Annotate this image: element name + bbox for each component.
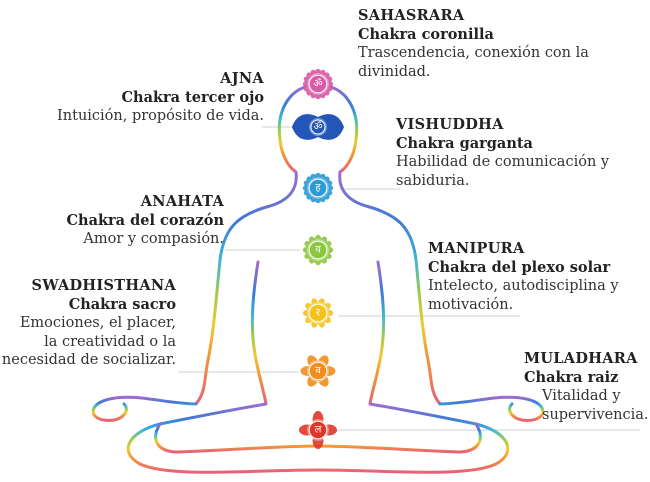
- label-swadhisthana: SWADHISTHANA Chakra sacro Emociones, el …: [2, 277, 176, 370]
- chakra-desc: Intelecto, autodisciplina y: [428, 278, 619, 294]
- chakra-desc: divinidad.: [358, 63, 431, 80]
- four-petal-lotus-icon: ल: [298, 410, 338, 450]
- two-petal-eye-icon: ॐ: [292, 114, 344, 140]
- meditating-body-outline: [91, 83, 545, 474]
- chakra-desc: Trascendencia, conexión con la: [358, 45, 589, 61]
- chakra-desc: motivación.: [428, 296, 514, 313]
- chakra-seed-symbol: ॐ: [313, 121, 322, 133]
- chakra-name: ANAHATA: [140, 193, 224, 210]
- chakra-seed-symbol: र: [316, 308, 321, 319]
- six-petal-lotus-icon: व: [300, 355, 336, 387]
- chakra-seed-symbol: व: [315, 366, 321, 377]
- label-anahata: ANAHATA Chakra del corazón Amor y compas…: [66, 193, 224, 249]
- chakra-symbols: ॐ ॐ ह य र व ल: [292, 68, 344, 450]
- label-vishuddha: VISHUDDHA Chakra garganta Habilidad de c…: [396, 116, 609, 190]
- chakra-title: Chakra sacro: [68, 295, 176, 313]
- chakra-title: Chakra coronilla: [358, 25, 494, 43]
- chakra-title: Chakra del plexo solar: [428, 258, 611, 276]
- chakra-title: Chakra tercer ojo: [121, 88, 264, 106]
- ten-petal-lotus-icon: र: [302, 298, 334, 328]
- chakra-title: Chakra raiz: [524, 368, 619, 386]
- chakra-desc: sabiduria.: [396, 172, 470, 189]
- chakra-name: VISHUDDHA: [396, 116, 504, 133]
- chakra-title: Chakra del corazón: [66, 211, 224, 229]
- chakra-name: MANIPURA: [428, 240, 525, 257]
- chakra-name: AJNA: [220, 70, 264, 87]
- label-sahasrara: SAHASRARA Chakra coronilla Trascendencia…: [358, 7, 589, 81]
- leader-lines: [178, 126, 640, 431]
- chakra-desc: Amor y compasión.: [83, 231, 224, 247]
- chakra-desc: Habilidad de comunicación y: [396, 154, 610, 170]
- label-ajna: AJNA Chakra tercer ojo Intuición, propós…: [57, 70, 264, 126]
- lotus-thousand-petal-icon: ॐ: [302, 68, 334, 100]
- label-manipura: MANIPURA Chakra del plexo solar Intelect…: [428, 240, 619, 314]
- chakra-name: MULADHARA: [524, 350, 638, 367]
- chakra-name: SAHASRARA: [358, 7, 465, 24]
- chakra-desc: Emociones, el placer,: [19, 315, 176, 331]
- chakra-desc: supervivencia.: [542, 406, 649, 423]
- chakra-seed-symbol: ॐ: [313, 78, 322, 90]
- chakra-title: Chakra garganta: [396, 134, 533, 152]
- label-muladhara: MULADHARA Chakra raiz Vitalidad y superv…: [524, 350, 649, 424]
- chakra-seed-symbol: ह: [315, 183, 321, 194]
- chakra-seed-symbol: ल: [315, 425, 322, 436]
- chakra-desc: la creatividad o la: [44, 333, 176, 350]
- chakra-desc: Vitalidad y: [542, 388, 621, 404]
- sixteen-petal-lotus-icon: ह: [302, 172, 334, 204]
- chakra-name: SWADHISTHANA: [31, 277, 176, 294]
- chakra-seed-symbol: य: [315, 245, 321, 256]
- chakra-desc: necesidad de socializar.: [1, 352, 176, 368]
- chakra-desc: Intuición, propósito de vida.: [57, 108, 264, 124]
- twelve-petal-lotus-icon: य: [302, 234, 334, 266]
